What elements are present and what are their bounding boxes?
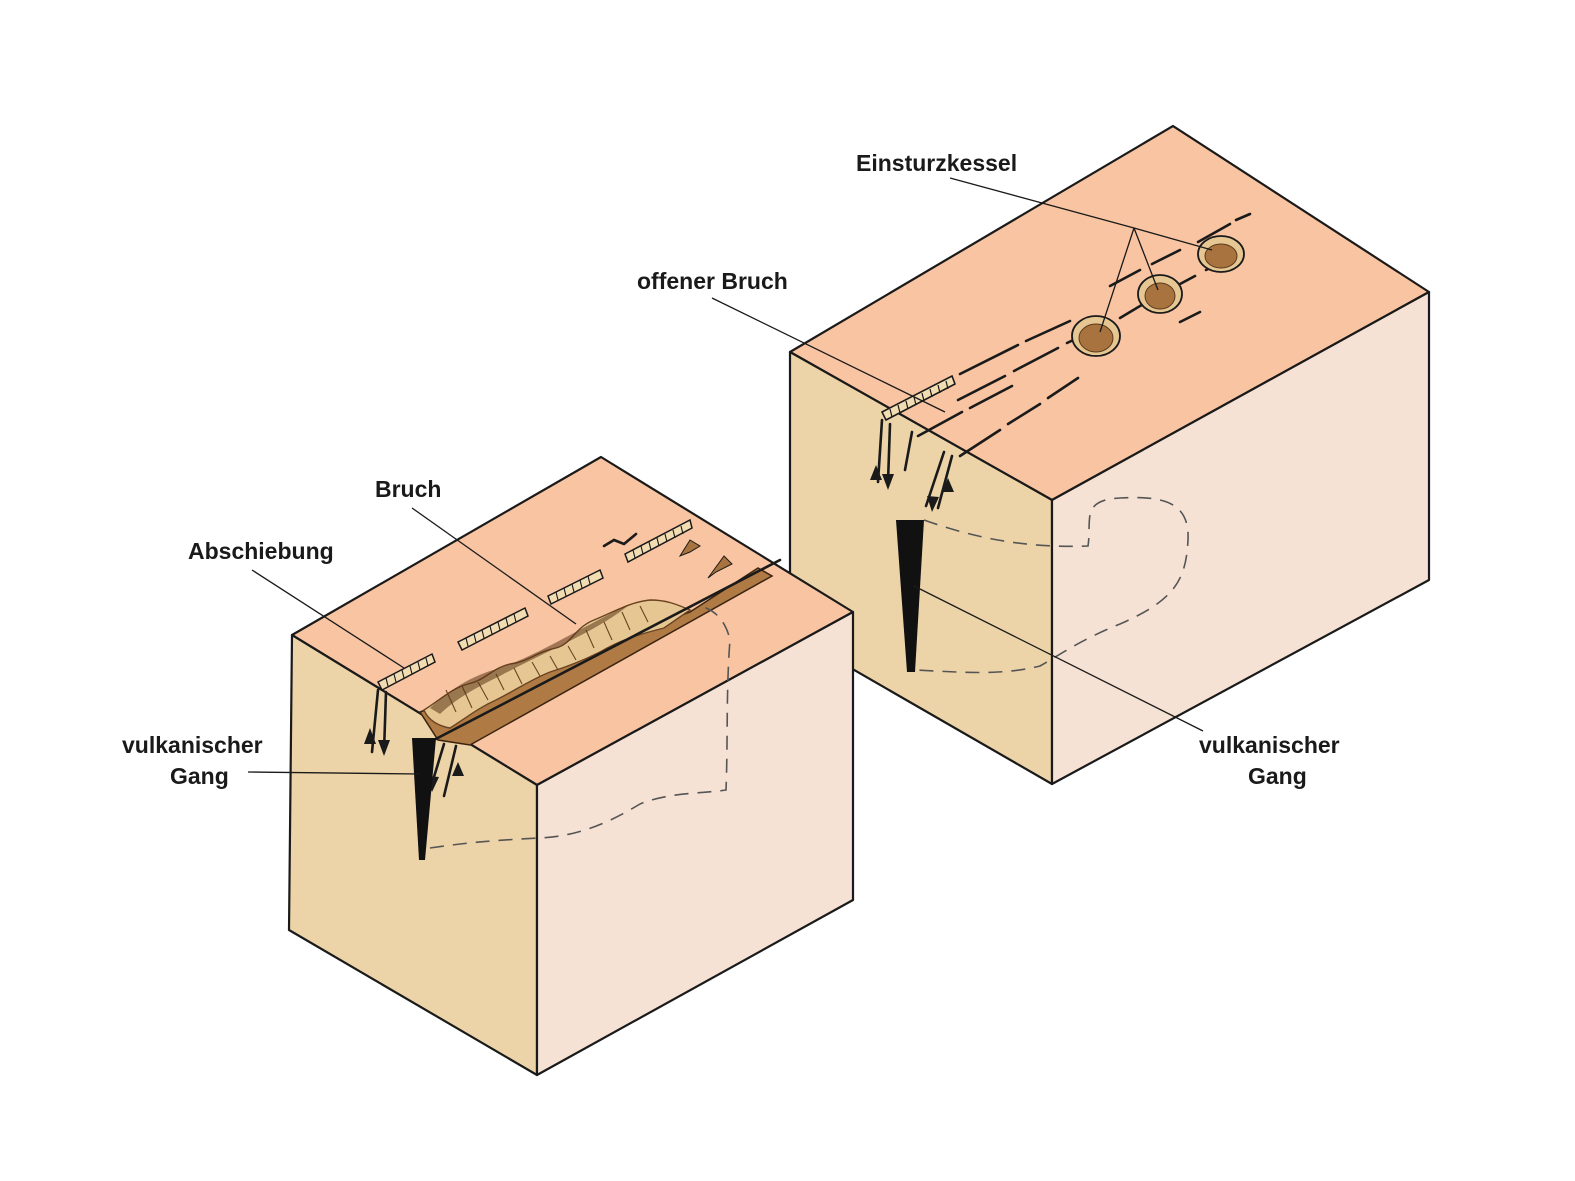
right-block-side-face xyxy=(1050,290,1431,786)
left-labels: Bruch Abschiebung vulkanischer Gang xyxy=(122,476,577,789)
arrow-down-icon xyxy=(882,474,894,490)
right-labels: Einsturzkessel offener Bruch vulkanische… xyxy=(637,150,1340,789)
right-magma-outline xyxy=(914,496,1189,674)
label-abschiebung: Abschiebung xyxy=(188,538,334,564)
left-magma-outline xyxy=(429,605,731,849)
right-collapse-craters xyxy=(1071,235,1245,357)
leader-right-gang xyxy=(913,585,1204,732)
leader-abschiebung xyxy=(251,569,405,669)
label-left-gang-line2: Gang xyxy=(170,763,229,789)
label-offener-bruch: offener Bruch xyxy=(637,268,788,294)
leader-bruch xyxy=(411,507,577,625)
label-right-gang-line1: vulkanischer xyxy=(1199,732,1340,758)
arrow-up-icon xyxy=(870,465,882,480)
collapse-crater-3 xyxy=(1197,235,1245,273)
right-volcanic-dike xyxy=(896,520,924,672)
left-block xyxy=(287,455,855,1077)
arrow-down-icon xyxy=(378,740,390,756)
leader-left-gang xyxy=(247,771,421,775)
label-einsturzkessel: Einsturzkessel xyxy=(856,150,1017,176)
collapse-crater-2 xyxy=(1137,274,1183,314)
label-left-gang-line1: vulkanischer xyxy=(122,732,263,758)
left-fault-scarps xyxy=(376,518,782,744)
left-graben-rubble xyxy=(423,599,692,729)
right-fault-arrows xyxy=(870,418,954,512)
collapse-crater-1 xyxy=(1071,315,1121,357)
leader-offener-bruch xyxy=(711,297,946,413)
right-fault-scarp xyxy=(880,374,956,422)
label-bruch: Bruch xyxy=(375,476,441,502)
leader-einsturzkessel xyxy=(949,177,1213,333)
left-volcanic-dike xyxy=(412,738,436,860)
label-right-gang-line2: Gang xyxy=(1248,763,1307,789)
left-block-side-face xyxy=(535,610,855,1077)
arrow-up-icon xyxy=(364,728,376,744)
arrow-up-icon xyxy=(942,478,954,492)
right-block xyxy=(788,124,1431,786)
arrow-down-icon xyxy=(927,496,939,512)
arrow-up-icon xyxy=(452,762,464,776)
